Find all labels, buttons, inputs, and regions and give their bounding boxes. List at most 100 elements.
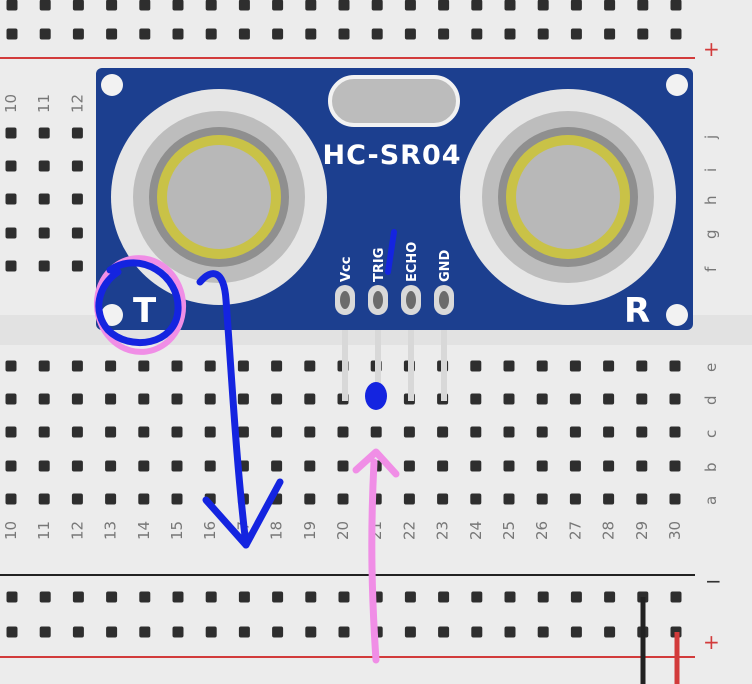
breadboard-hole[interactable] xyxy=(5,460,17,472)
breadboard-hole[interactable] xyxy=(237,426,249,438)
breadboard-hole[interactable] xyxy=(5,193,17,205)
breadboard-hole[interactable] xyxy=(470,426,482,438)
breadboard-hole[interactable] xyxy=(71,160,83,172)
breadboard-hole[interactable] xyxy=(370,426,382,438)
breadboard-hole[interactable] xyxy=(669,360,681,372)
rail-hole[interactable] xyxy=(139,591,151,603)
breadboard-hole[interactable] xyxy=(5,260,17,272)
rail-hole[interactable] xyxy=(39,626,51,638)
rail-hole[interactable] xyxy=(106,626,118,638)
breadboard-hole[interactable] xyxy=(503,493,515,505)
breadboard-hole[interactable] xyxy=(636,493,648,505)
breadboard-hole[interactable] xyxy=(271,426,283,438)
breadboard-hole[interactable] xyxy=(536,426,548,438)
rail-hole[interactable] xyxy=(338,591,350,603)
breadboard-hole[interactable] xyxy=(669,493,681,505)
rail-hole[interactable] xyxy=(670,0,682,11)
rail-hole[interactable] xyxy=(604,0,616,11)
breadboard-hole[interactable] xyxy=(105,460,117,472)
rail-hole[interactable] xyxy=(670,28,682,40)
rail-hole[interactable] xyxy=(106,591,118,603)
rail-hole[interactable] xyxy=(272,591,284,603)
breadboard-hole[interactable] xyxy=(470,493,482,505)
breadboard-hole[interactable] xyxy=(38,227,50,239)
rail-hole[interactable] xyxy=(637,0,649,11)
rail-hole[interactable] xyxy=(338,626,350,638)
breadboard-hole[interactable] xyxy=(5,360,17,372)
rail-hole[interactable] xyxy=(272,0,284,11)
breadboard-hole[interactable] xyxy=(536,393,548,405)
breadboard-hole[interactable] xyxy=(403,426,415,438)
breadboard-hole[interactable] xyxy=(403,493,415,505)
breadboard-hole[interactable] xyxy=(437,426,449,438)
breadboard-hole[interactable] xyxy=(71,426,83,438)
breadboard-hole[interactable] xyxy=(669,460,681,472)
rail-hole[interactable] xyxy=(404,28,416,40)
rail-hole[interactable] xyxy=(371,28,383,40)
breadboard-hole[interactable] xyxy=(105,393,117,405)
breadboard-hole[interactable] xyxy=(237,360,249,372)
breadboard-hole[interactable] xyxy=(171,360,183,372)
rail-hole[interactable] xyxy=(471,626,483,638)
breadboard-hole[interactable] xyxy=(105,493,117,505)
breadboard-hole[interactable] xyxy=(603,493,615,505)
breadboard-hole[interactable] xyxy=(503,360,515,372)
rail-hole[interactable] xyxy=(570,626,582,638)
breadboard-hole[interactable] xyxy=(669,426,681,438)
breadboard-hole[interactable] xyxy=(304,426,316,438)
rail-hole[interactable] xyxy=(238,0,250,11)
breadboard-hole[interactable] xyxy=(71,260,83,272)
breadboard-hole[interactable] xyxy=(636,460,648,472)
rail-hole[interactable] xyxy=(72,0,84,11)
rail-hole[interactable] xyxy=(604,591,616,603)
breadboard-hole[interactable] xyxy=(569,460,581,472)
rail-hole[interactable] xyxy=(172,626,184,638)
breadboard-hole[interactable] xyxy=(569,393,581,405)
rail-hole[interactable] xyxy=(6,28,18,40)
rail-hole[interactable] xyxy=(537,0,549,11)
rail-hole[interactable] xyxy=(72,626,84,638)
breadboard-hole[interactable] xyxy=(204,460,216,472)
rail-hole[interactable] xyxy=(139,28,151,40)
breadboard-hole[interactable] xyxy=(503,426,515,438)
rail-hole[interactable] xyxy=(570,591,582,603)
rail-hole[interactable] xyxy=(338,0,350,11)
rail-hole[interactable] xyxy=(139,626,151,638)
hc-sr04-module[interactable]: HC-SR04 T R Vcc TRIG ECHO GND xyxy=(96,68,693,401)
breadboard-hole[interactable] xyxy=(669,393,681,405)
rail-hole[interactable] xyxy=(172,591,184,603)
rail-hole[interactable] xyxy=(238,626,250,638)
breadboard-hole[interactable] xyxy=(105,360,117,372)
rail-hole[interactable] xyxy=(504,0,516,11)
breadboard-hole[interactable] xyxy=(470,360,482,372)
rail-hole[interactable] xyxy=(172,28,184,40)
rail-hole[interactable] xyxy=(338,28,350,40)
breadboard-hole[interactable] xyxy=(636,426,648,438)
breadboard-hole[interactable] xyxy=(38,393,50,405)
breadboard-hole[interactable] xyxy=(5,393,17,405)
breadboard-hole[interactable] xyxy=(603,460,615,472)
rail-hole[interactable] xyxy=(238,591,250,603)
rail-hole[interactable] xyxy=(205,28,217,40)
breadboard-hole[interactable] xyxy=(204,360,216,372)
breadboard-hole[interactable] xyxy=(569,426,581,438)
breadboard-hole[interactable] xyxy=(138,460,150,472)
breadboard-hole[interactable] xyxy=(138,393,150,405)
breadboard-hole[interactable] xyxy=(204,426,216,438)
breadboard-hole[interactable] xyxy=(403,460,415,472)
breadboard-hole[interactable] xyxy=(38,360,50,372)
breadboard-hole[interactable] xyxy=(5,127,17,139)
rail-hole[interactable] xyxy=(272,626,284,638)
rail-hole[interactable] xyxy=(504,591,516,603)
rail-hole[interactable] xyxy=(438,28,450,40)
breadboard-hole[interactable] xyxy=(271,460,283,472)
rail-hole[interactable] xyxy=(438,626,450,638)
rail-hole[interactable] xyxy=(371,0,383,11)
breadboard-hole[interactable] xyxy=(71,227,83,239)
rail-hole[interactable] xyxy=(72,28,84,40)
rail-hole[interactable] xyxy=(504,28,516,40)
breadboard-hole[interactable] xyxy=(71,360,83,372)
breadboard-hole[interactable] xyxy=(337,426,349,438)
breadboard-hole[interactable] xyxy=(536,360,548,372)
rail-hole[interactable] xyxy=(238,28,250,40)
